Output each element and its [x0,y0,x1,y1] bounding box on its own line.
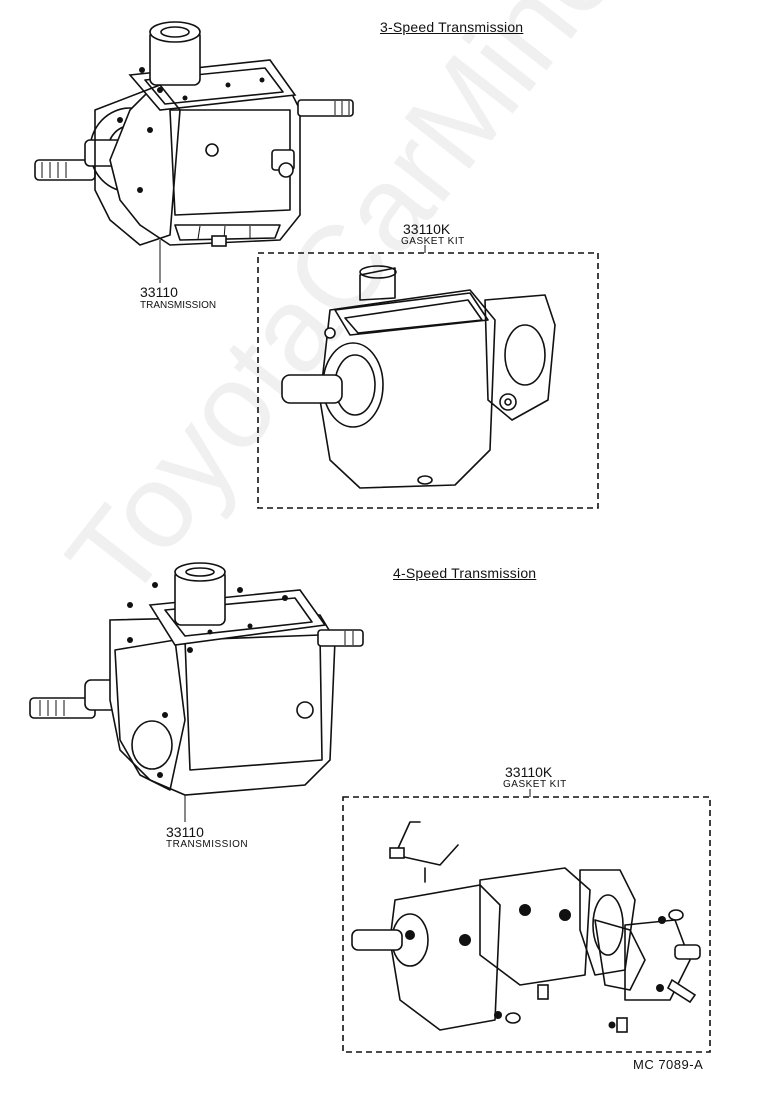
four-speed-gasket-kit-drawing [342,789,711,1053]
three-speed-transmission-part-number: 33110 [140,284,178,300]
four-speed-transmission-part-number: 33110 [166,824,204,840]
four-speed-gasket-kit-part-number: 33110K [505,764,553,780]
three-speed-gasket-kit-drawing [257,245,599,509]
four-speed-transmission-part-name: TRANSMISSION [166,839,249,850]
three-speed-gasket-kit-part-name: GASKET KIT [401,236,465,247]
four-speed-transmission-drawing [29,562,364,822]
three-speed-title: 3-Speed Transmission [380,19,524,35]
four-speed-title: 4-Speed Transmission [393,565,537,581]
three-speed-gasket-kit-part-number: 33110K [403,221,451,237]
four-speed-gasket-kit-part-name: GASKET KIT [503,779,567,790]
three-speed-transmission-part-name: TRANSMISSION [140,300,217,311]
three-speed-transmission-drawing [34,21,354,283]
reference-code: MC 7089-A [633,1057,704,1072]
